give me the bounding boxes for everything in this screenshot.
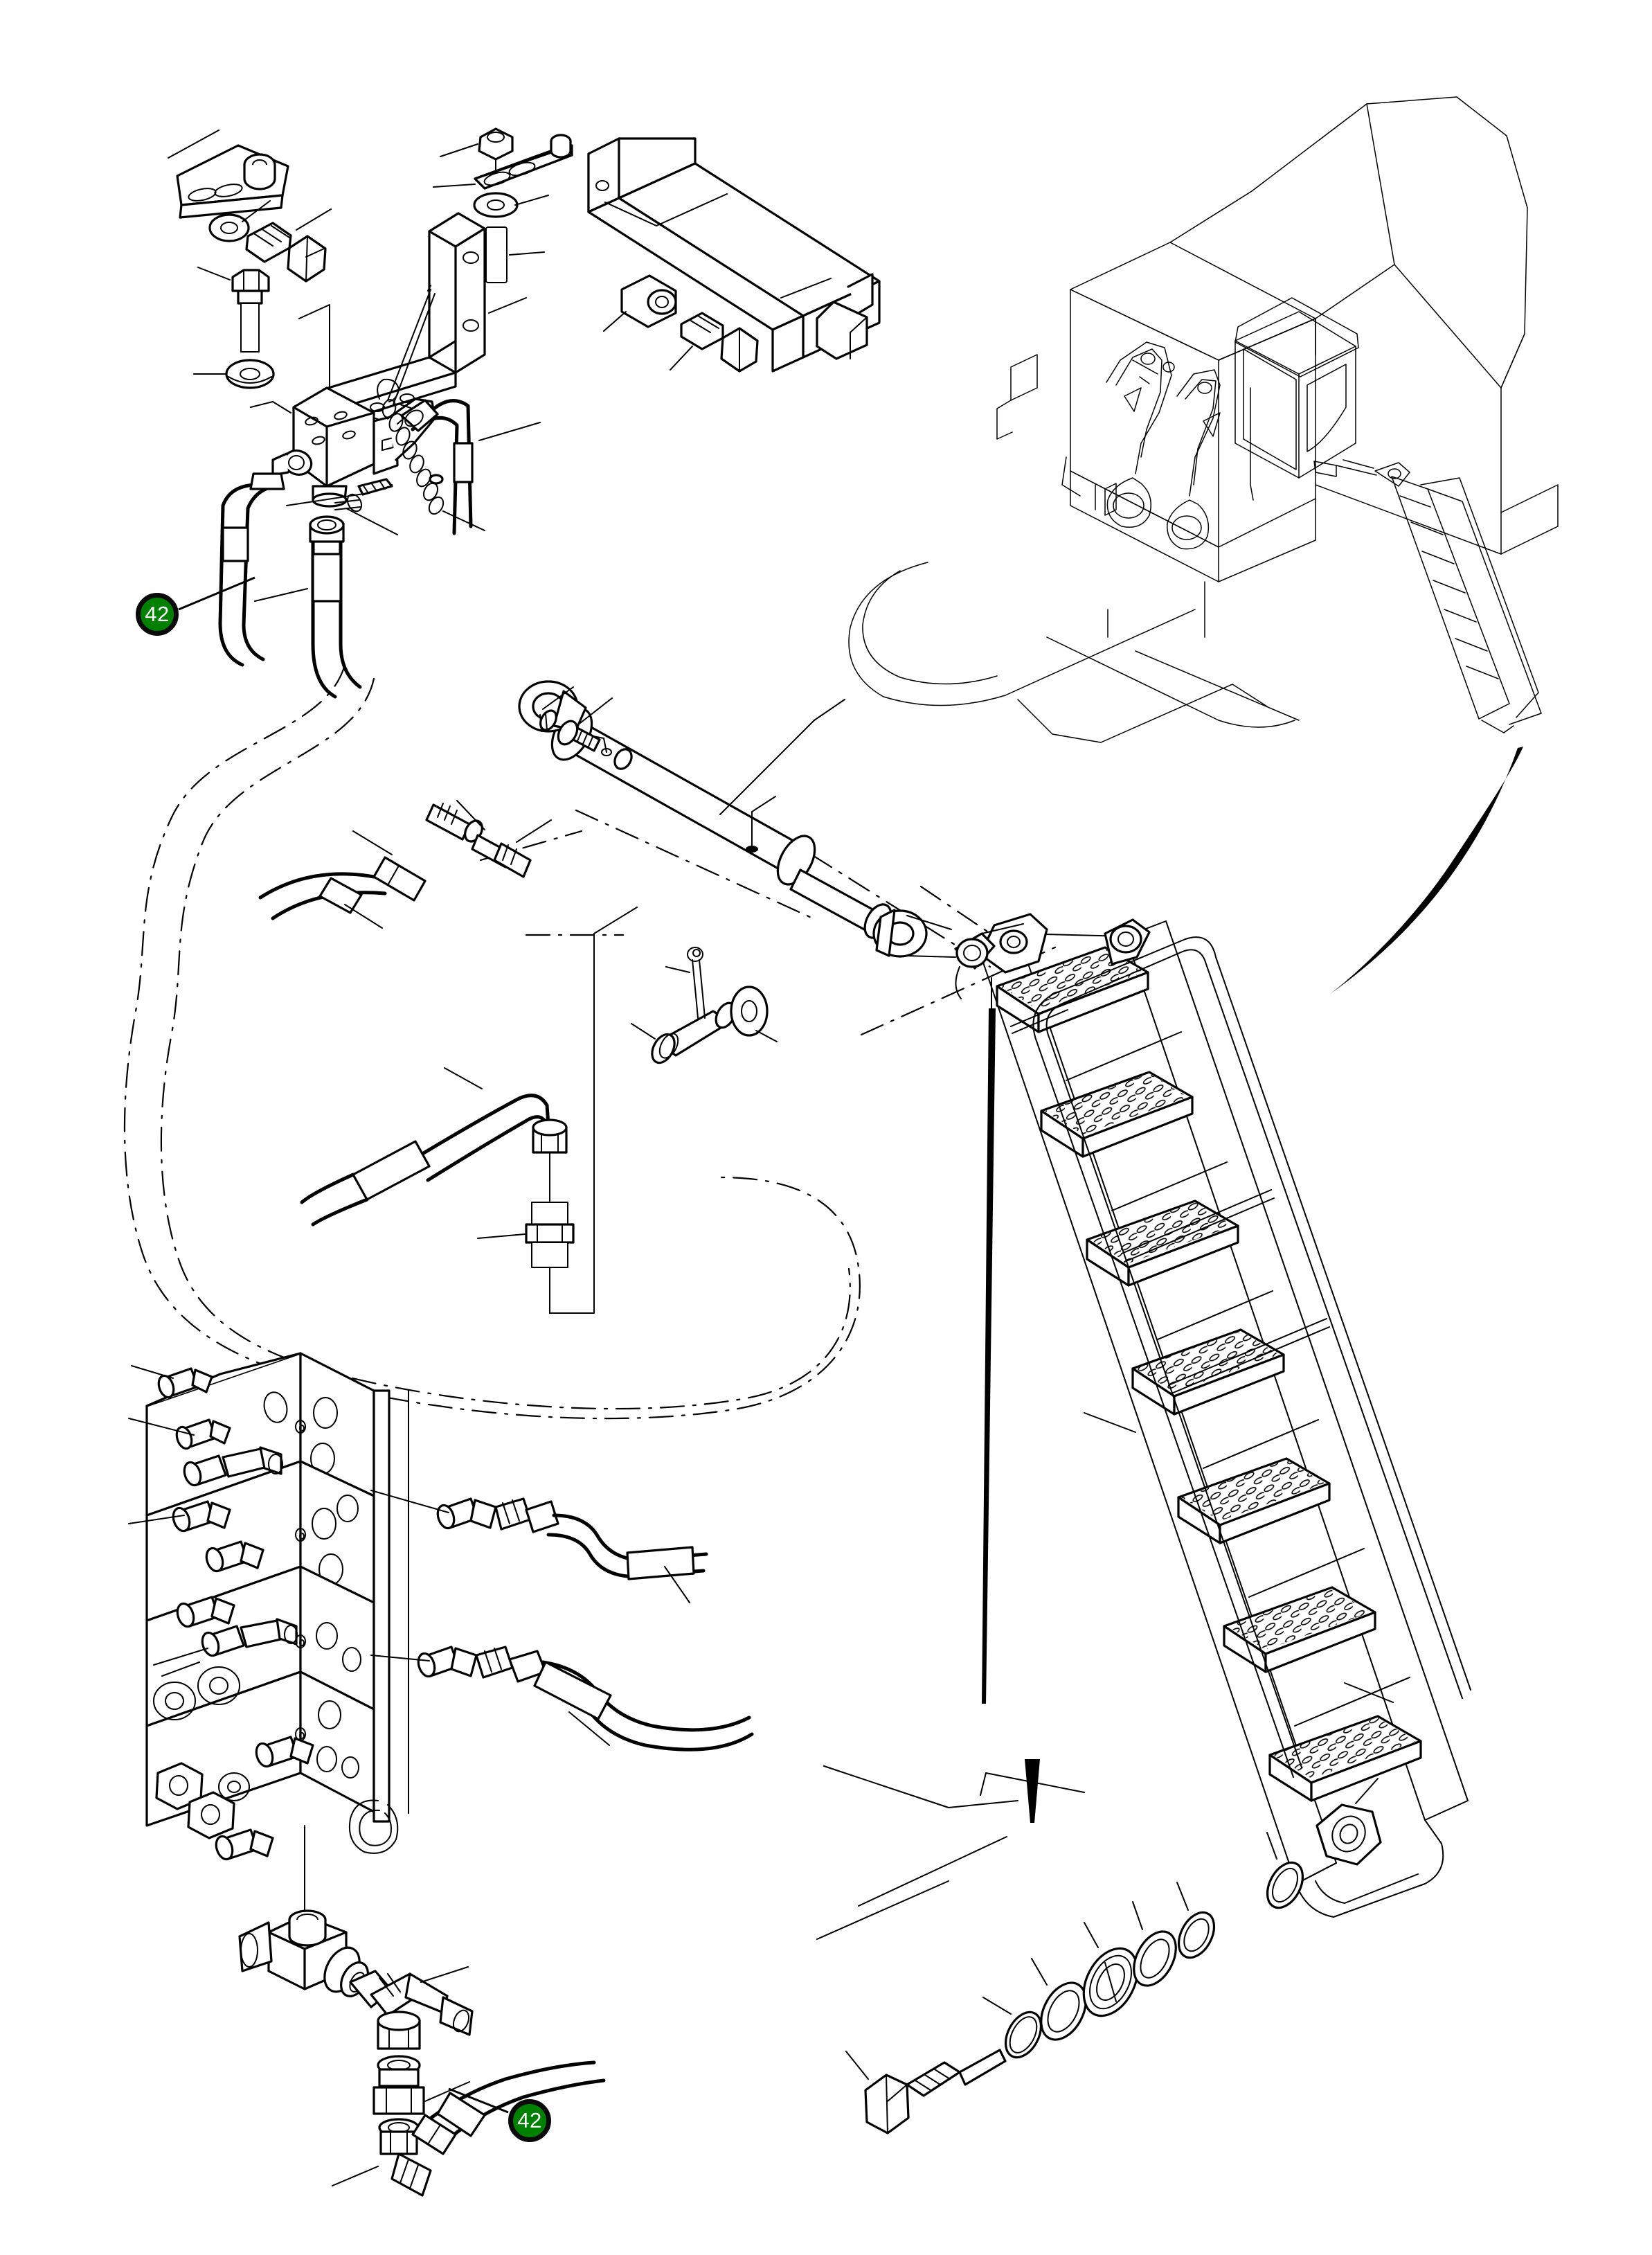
pivot-pin-hardware-group bbox=[816, 1759, 1382, 2134]
ladder-detail bbox=[905, 913, 1471, 1918]
hydraulic-cylinder-group bbox=[258, 680, 928, 1314]
manifold-block-2 bbox=[145, 1460, 375, 1622]
callout-badge-42-upper[interactable]: 42 bbox=[136, 593, 179, 636]
deployed-ladder-on-machine bbox=[1313, 459, 1542, 733]
callout-badge-42-lower[interactable]: 42 bbox=[508, 2099, 551, 2142]
mount-bracket-fastener-group bbox=[168, 130, 527, 452]
port-fittings bbox=[128, 1365, 314, 1861]
manifold-outlet-hoses bbox=[370, 1490, 754, 1752]
clevis-pin-assembly bbox=[631, 947, 778, 1064]
lower-elbow-hose bbox=[300, 907, 638, 1314]
tee-fitting-group bbox=[238, 1825, 606, 2197]
channel-bracket-group bbox=[587, 137, 881, 373]
machine-overview bbox=[848, 96, 1559, 743]
tread-plates bbox=[996, 946, 1422, 1802]
control-valve-group bbox=[218, 378, 541, 699]
valve-manifold-stack bbox=[128, 1352, 754, 1861]
safety-chain bbox=[377, 378, 485, 531]
hose-routing-centerlines bbox=[123, 663, 1059, 1420]
callout-badge-label: 42 bbox=[145, 602, 170, 626]
clamp-plate-stud-group bbox=[433, 127, 573, 283]
callout-badge-label: 42 bbox=[517, 2108, 542, 2132]
detail-callout-arrow bbox=[1329, 747, 1523, 995]
handrail-tubes bbox=[1010, 936, 1471, 1778]
